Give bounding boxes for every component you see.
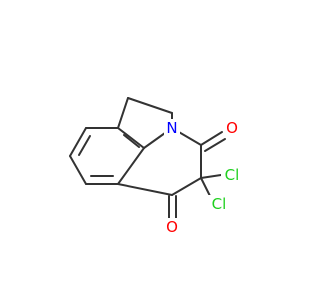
bond-benzene-1	[117, 127, 145, 149]
bond-c-o-upper-2	[204, 138, 226, 152]
oxygen-atom-upper: O	[224, 119, 240, 137]
bond-c-o-upper-1	[200, 131, 223, 146]
chlorine-atom-a: Cl	[221, 166, 243, 184]
bond-benzene-6	[117, 147, 145, 185]
oxygen-lower-label: O	[166, 218, 178, 236]
bond-benzene-1-inner	[123, 134, 140, 148]
bond-carbonyl-benzene	[117, 183, 173, 196]
bond-benzene-3	[69, 127, 87, 157]
bond-c-cl-b	[200, 177, 211, 197]
bond-ch2-ch2	[127, 97, 173, 114]
chlorine-a-label: Cl	[225, 166, 240, 184]
bond-ch2-benzene	[117, 97, 129, 129]
bond-ccl2-carbonyl	[171, 177, 202, 196]
nitrogen-label: N	[166, 119, 177, 137]
atom-layer: N O O Cl Cl	[164, 119, 243, 236]
bond-layer	[69, 97, 226, 219]
chlorine-b-label: Cl	[212, 195, 227, 213]
oxygen-atom-lower: O	[164, 218, 180, 236]
nitrogen-atom: N	[164, 119, 180, 137]
bond-c-cl-a	[200, 174, 222, 179]
bond-benzene-3-inner	[78, 135, 91, 156]
oxygen-upper-label: O	[226, 119, 238, 137]
molecule-structure-diagram: N O O Cl Cl	[69, 97, 243, 236]
chlorine-atom-b: Cl	[208, 195, 230, 213]
bond-benzene-4	[69, 155, 87, 185]
